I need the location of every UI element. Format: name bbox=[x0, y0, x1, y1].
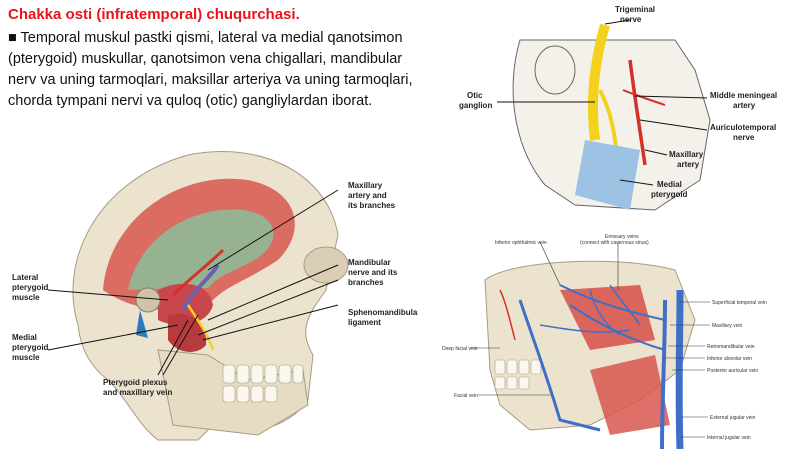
label-plexus-1: Pterygoid plexus bbox=[103, 378, 168, 387]
veins-figure: Emissary veins (connect with cavernous s… bbox=[440, 230, 800, 449]
label-spheno-2: ligament bbox=[348, 318, 381, 327]
label-auric-2: nerve bbox=[733, 133, 755, 142]
label-ext-jugular: External jugular vein bbox=[710, 415, 756, 421]
label-emissary-2: (connect with cavernous sinus) bbox=[580, 240, 649, 246]
label-inf-alveolar: Inferior alveolar vein bbox=[707, 356, 752, 362]
maxillary-artery-path-2 bbox=[628, 59, 647, 166]
label-post-auricular: Posterior auricular vein bbox=[707, 368, 758, 374]
vein-artery-path bbox=[499, 289, 516, 341]
label-mandibular-1: Mandibular bbox=[348, 258, 391, 267]
vein-muscle-upper bbox=[560, 285, 655, 350]
vein-muscle-lower bbox=[590, 355, 670, 435]
teeth-group bbox=[222, 364, 304, 403]
label-trig-1: Trigeminal bbox=[615, 5, 655, 14]
label-maxillary-2: artery and bbox=[348, 191, 387, 200]
label-otic-2: ganglion bbox=[459, 101, 492, 110]
label-mandibular-3: branches bbox=[348, 278, 384, 287]
skull-lateral-figure: Maxillary artery and its branches Mandib… bbox=[8, 140, 418, 445]
label-maxart-2: artery bbox=[677, 160, 700, 169]
label-otic-1: Otic bbox=[467, 91, 483, 100]
label-maxillary-vein: Maxillary vein bbox=[712, 323, 743, 329]
label-sup-temporal: Superficial temporal vein bbox=[712, 300, 767, 306]
label-auric-1: Auriculotemporal bbox=[710, 123, 776, 132]
label-plexus-2: and maxillary vein bbox=[103, 388, 172, 397]
label-maxart-1: Maxillary bbox=[669, 150, 704, 159]
vein-network bbox=[518, 284, 684, 449]
foramen-outline bbox=[534, 45, 576, 95]
label-int-jugular: Internal jugular vein bbox=[707, 435, 751, 441]
leader-lines bbox=[47, 189, 339, 376]
trigeminal-illustration: Trigeminal nerve Otic ganglion Middle me… bbox=[459, 5, 777, 211]
mandibular-nerve-path bbox=[186, 304, 215, 351]
middle-meningeal-path bbox=[622, 89, 666, 106]
label-maxillary-3: its branches bbox=[348, 201, 396, 210]
trig-leader-lines bbox=[497, 19, 708, 186]
medial-pterygoid-block bbox=[575, 140, 640, 210]
label-deep-facial: Deep facial vein bbox=[442, 346, 478, 352]
trigeminal-nerve-path bbox=[588, 23, 610, 141]
label-medial-1: Medial bbox=[12, 333, 37, 342]
temporal-fascia-shape bbox=[128, 209, 274, 290]
label-mandibular-2: nerve and its bbox=[348, 268, 398, 277]
vein-leader-lines bbox=[470, 241, 710, 438]
label-medpt-2: pterygoid bbox=[651, 190, 688, 199]
label-medial-3: muscle bbox=[12, 353, 40, 362]
slide-title: Chakka osti (infratemporal) chuqurchasi. bbox=[8, 6, 300, 23]
label-emissary-1: Emissary veins bbox=[605, 234, 639, 240]
trigeminal-figure: Trigeminal nerve Otic ganglion Middle me… bbox=[445, 0, 800, 225]
skull-illustration: Maxillary artery and its branches Mandib… bbox=[12, 151, 418, 441]
vein-teeth-group bbox=[494, 359, 542, 390]
label-lateral-2: pterygoid bbox=[12, 283, 49, 292]
label-lateral-1: Lateral bbox=[12, 273, 38, 282]
pterygoid-plexus-path bbox=[181, 263, 220, 311]
slide-body-text: ■ Temporal muskul pastki qismi, lateral … bbox=[8, 30, 413, 109]
maxillary-artery-path bbox=[171, 248, 225, 297]
label-maxillary-1: Maxillary bbox=[348, 181, 383, 190]
orbit-shape bbox=[303, 246, 349, 284]
label-medial-2: pterygoid bbox=[12, 343, 49, 352]
label-mma-2: artery bbox=[733, 101, 756, 110]
label-retromandibular: Retromandibular vein bbox=[707, 344, 755, 350]
veins-illustration: Emissary veins (connect with cavernous s… bbox=[442, 234, 767, 449]
label-medpt-1: Medial bbox=[657, 180, 682, 189]
label-spheno-1: Sphenomandibular bbox=[348, 308, 418, 317]
label-facial: Facial vein bbox=[454, 393, 478, 399]
label-mma-1: Middle meningeal bbox=[710, 91, 777, 100]
label-inf-ophthalmic: Inferior ophthalmic vein bbox=[495, 240, 547, 246]
ear-opening-shape bbox=[135, 287, 161, 313]
label-lateral-3: muscle bbox=[12, 293, 40, 302]
label-trig-2: nerve bbox=[620, 15, 642, 24]
